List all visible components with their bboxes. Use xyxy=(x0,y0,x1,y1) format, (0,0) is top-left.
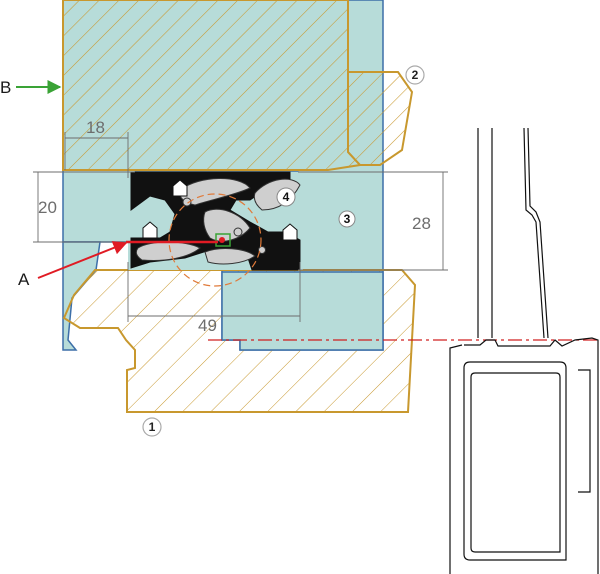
dimension-label-18: 18 xyxy=(86,118,105,137)
glazing-bead-2 xyxy=(347,71,414,166)
callout-4-number: 4 xyxy=(283,190,290,204)
gasket-hole xyxy=(258,246,266,254)
dimension-lines xyxy=(33,132,448,322)
callout-2-number: 2 xyxy=(412,68,419,82)
detail-circle xyxy=(168,193,262,287)
dimension-label-20: 20 xyxy=(38,198,57,217)
label-a: A xyxy=(18,270,30,289)
label-b: B xyxy=(0,78,11,97)
callout-3: 3 xyxy=(338,210,356,228)
gasket-tab xyxy=(172,179,188,197)
gasket-tab xyxy=(282,223,298,241)
gasket-hole xyxy=(233,227,243,237)
dimension-label-28: 28 xyxy=(412,214,431,233)
gasket-tab xyxy=(142,221,158,239)
callout-4: 4 xyxy=(276,187,296,207)
callout-1: 1 xyxy=(142,417,162,437)
arrow-a xyxy=(37,241,128,279)
callout-1-number: 1 xyxy=(149,420,156,434)
gasket-hole xyxy=(182,197,192,207)
frame-profile-detail xyxy=(449,127,599,574)
sensor-dot xyxy=(219,237,225,243)
callout-2: 2 xyxy=(405,65,425,85)
sensor-marker xyxy=(215,233,231,247)
lower-frame-glass-recess xyxy=(221,271,384,351)
upper-sash-wood xyxy=(62,0,363,171)
gasket-lobe-bottom-mid xyxy=(204,248,256,265)
callout-3-number: 3 xyxy=(344,212,351,226)
dimension-label-49: 49 xyxy=(198,316,217,335)
gasket-profile xyxy=(128,171,303,287)
